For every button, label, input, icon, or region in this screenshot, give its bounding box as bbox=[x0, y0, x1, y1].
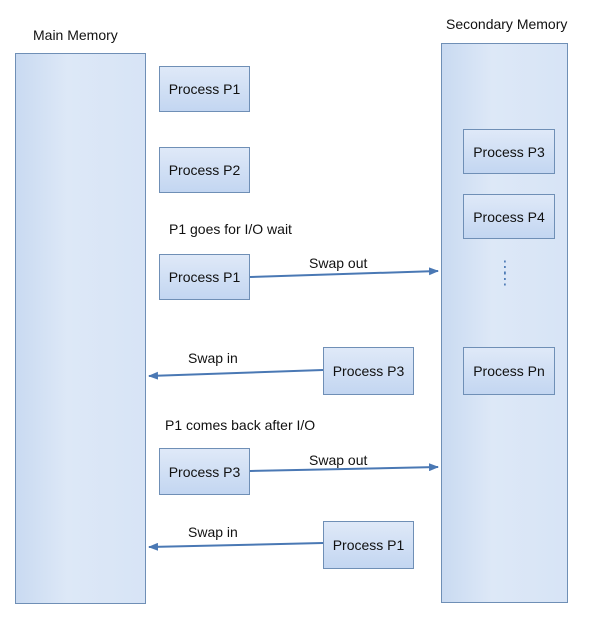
swap-in-process-p1: Process P1 bbox=[323, 521, 414, 569]
p1-io-wait-caption: P1 goes for I/O wait bbox=[169, 221, 292, 237]
swap-out-arrow-2 bbox=[249, 463, 439, 472]
secondary-process-p4: Process P4 bbox=[463, 194, 555, 239]
secondary-memory-heading: Secondary Memory bbox=[446, 16, 568, 32]
swap-in-label-1: Swap in bbox=[188, 350, 238, 366]
main-memory-heading: Main Memory bbox=[33, 27, 118, 43]
main-memory-column bbox=[15, 53, 146, 604]
main-process-p2: Process P2 bbox=[159, 147, 250, 193]
secondary-process-p3: Process P3 bbox=[463, 129, 555, 174]
swap-in-arrow-1 bbox=[148, 369, 324, 380]
main-process-p1: Process P1 bbox=[159, 66, 250, 112]
secondary-process-pn: Process Pn bbox=[463, 347, 555, 395]
swap-in-process-p3: Process P3 bbox=[323, 347, 414, 395]
swap-out-process-p1: Process P1 bbox=[159, 254, 250, 300]
p1-back-caption: P1 comes back after I/O bbox=[165, 417, 316, 433]
swap-in-arrow-2 bbox=[148, 542, 324, 551]
swap-out-arrow-1 bbox=[249, 267, 439, 278]
swap-out-label-2: Swap out bbox=[309, 452, 368, 468]
swap-in-label-2: Swap in bbox=[188, 524, 238, 540]
swap-out-process-p3: Process P3 bbox=[159, 448, 250, 495]
swap-out-label-1: Swap out bbox=[309, 255, 368, 271]
